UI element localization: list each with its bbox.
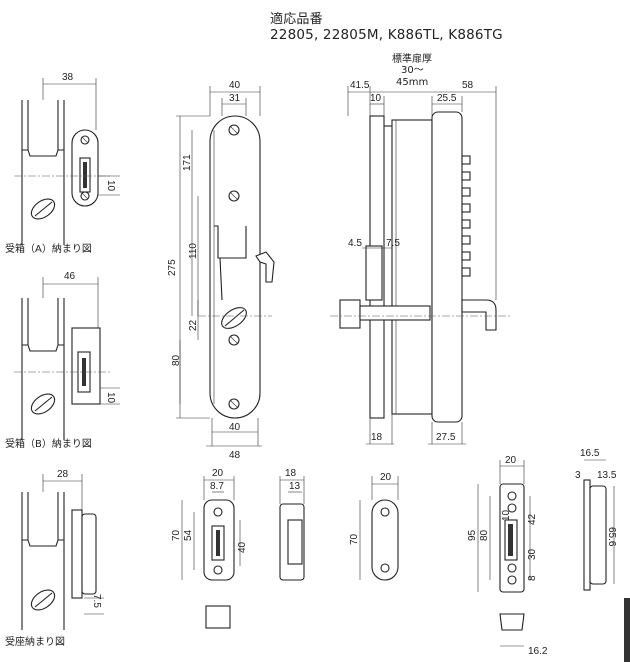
dim-front-80: 80: [171, 354, 182, 366]
dim-bs-8-7: 8.7: [210, 481, 224, 492]
dim-ss-65-6: 65.6: [606, 527, 617, 547]
dim-bs-70: 70: [171, 529, 182, 541]
dim-a-width: 38: [62, 72, 74, 83]
dim-sp-8: 8: [527, 575, 538, 581]
dim-bs-40: 40: [237, 541, 248, 553]
strike-box-front-view: 20 8.7 70 54 40: [171, 468, 248, 629]
dim-b-width: 46: [64, 271, 76, 282]
dim-bsd-13: 13: [289, 481, 301, 492]
dim-bs-20: 20: [212, 468, 224, 479]
dim-pl-20: 20: [380, 472, 392, 483]
dim-b-depth: 10: [105, 392, 116, 404]
caption-strike-plate: 受座納まり図: [5, 635, 65, 648]
dim-pl-70: 70: [349, 533, 360, 545]
dim-bs-54: 54: [183, 529, 194, 541]
dim-side-10: 10: [370, 93, 382, 104]
strike-box-side-view: 18 13: [279, 468, 305, 581]
lock-side-view: 標準扉厚 30〜 45mm 41.5 58 10 2: [330, 52, 510, 445]
lock-front-view: 40 31 275 171 110 22 80 40 48: [167, 80, 275, 461]
dim-front-bottom-48: 48: [229, 450, 241, 461]
dim-side-4-5: 4.5: [348, 238, 362, 249]
dim-front-top-40: 40: [229, 80, 241, 91]
plate-view: 20 70: [349, 472, 399, 581]
dim-sp-80: 80: [479, 529, 490, 541]
dim-side-27-5: 27.5: [436, 432, 456, 443]
dim-a-depth: 10: [105, 180, 116, 192]
dim-bsd-18: 18: [285, 468, 297, 479]
applicable-models-heading: 適応品番: [270, 12, 323, 27]
dim-ss-13-5: 13.5: [597, 470, 617, 481]
dim-ss-16-5: 16.5: [580, 448, 600, 459]
strike-plate-front-view: 20 95 80 10 42 30 8 16.2: [467, 455, 548, 657]
dim-front-171: 171: [182, 154, 193, 171]
dim-side-7-5: 7.5: [386, 238, 400, 249]
strike-plate-side-view: 16.5 3 13.5 65.6: [575, 448, 617, 591]
strike-plate-view: 28 7.5: [21, 469, 104, 630]
dim-front-top-31: 31: [229, 93, 241, 104]
strike-box-b-view: 46 10: [14, 271, 120, 440]
dim-plate-depth: 7.5: [91, 594, 102, 608]
dim-front-275: 275: [167, 259, 178, 276]
caption-strike-box-a: 受箱（A）納まり図: [5, 242, 92, 255]
dim-plate-width: 28: [57, 469, 69, 480]
strike-box-a-view: 38 10: [14, 72, 120, 245]
edge-marker: [624, 598, 630, 662]
door-thickness-range-a: 30〜: [401, 65, 424, 76]
dim-sp-20: 20: [505, 455, 517, 466]
dim-front-bottom-40: 40: [229, 422, 241, 433]
dim-sp-10: 10: [501, 509, 512, 521]
dim-side-18: 18: [371, 432, 383, 443]
dim-side-58: 58: [462, 80, 474, 91]
dim-front-110: 110: [188, 243, 199, 259]
dim-ss-3: 3: [575, 470, 581, 481]
applicable-model-numbers: 22805, 22805M, K886TL, K886TG: [270, 27, 503, 43]
door-thickness-range-b: 45mm: [396, 77, 428, 88]
dim-sp-42: 42: [527, 513, 538, 525]
dim-side-25-5: 25.5: [437, 93, 457, 104]
dim-sp-30: 30: [527, 548, 538, 560]
dim-side-41-5: 41.5: [350, 80, 370, 91]
caption-strike-box-b: 受箱（B）納まり図: [5, 437, 92, 450]
dim-sp-95: 95: [467, 529, 478, 541]
dim-front-22: 22: [188, 319, 199, 331]
door-thickness-label: 標準扉厚: [392, 52, 432, 65]
dim-box-16-2: 16.2: [528, 646, 548, 657]
